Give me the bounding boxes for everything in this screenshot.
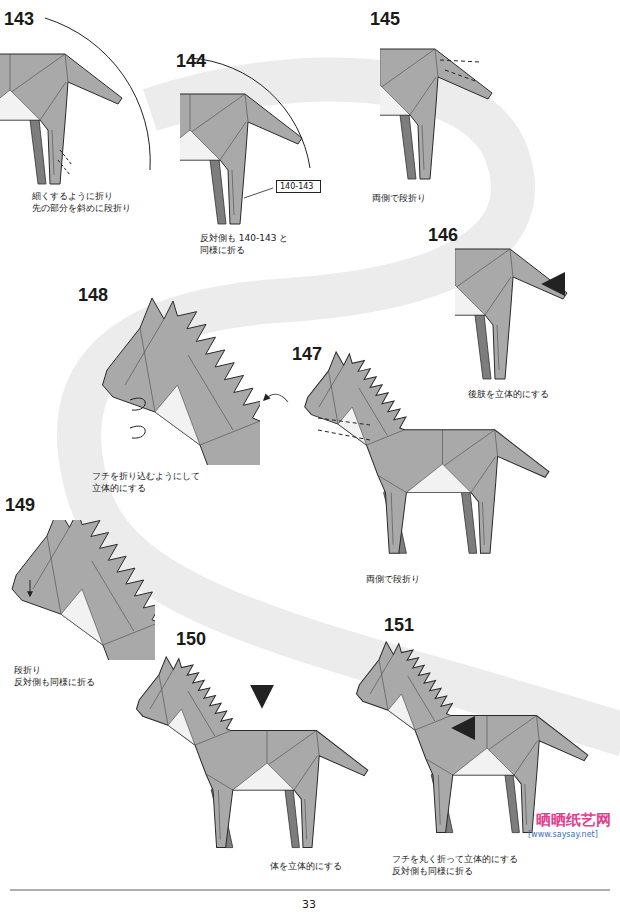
horse-figure [357,642,588,833]
reference-box: 140-143 [276,180,321,193]
fold-line [440,60,480,82]
horse-figure [12,520,155,660]
curl-arrow [130,398,145,438]
push-arrow [456,726,468,730]
instruction-note: 両側で段折り [372,192,426,204]
footer-rule [10,890,610,891]
instruction-note: 反対側も 140-143 と 同様に折る [200,232,293,256]
fold-line [318,418,370,440]
horse-figure [180,60,302,224]
push-arrow [260,690,264,704]
fold-arrow [30,580,31,596]
step-number: 144 [176,52,206,70]
horse-figure [305,352,549,553]
step-number: 151 [384,616,414,634]
instruction-note: 体を立体的にする [270,860,342,872]
fold-line [58,150,72,175]
step-number: 145 [370,10,400,28]
background-band [79,79,620,735]
step-number: 143 [4,10,34,28]
step-number: 149 [5,496,35,514]
step-number: 146 [428,226,458,244]
step-number: 148 [78,286,108,304]
push-arrow [546,282,558,286]
arc-line [45,18,150,170]
horse-figure [380,40,492,179]
step-reference: 140-143 [280,182,320,191]
watermark: 晒晒纸艺网 [536,810,611,830]
horse-figure [137,657,368,848]
horse-figure [0,40,122,184]
zoom-arrow [264,394,288,402]
instruction-note: 両側で段折り [366,573,420,585]
horse-figure [103,298,261,465]
step-number: 147 [292,345,322,363]
instruction-note: 細くするように折り 先の部分を斜めに段折り [32,190,136,214]
leader-line [244,188,273,198]
instruction-note: フチを丸く折って立体的にする 反対側も同様に折る [392,853,523,877]
instruction-note: フチを折り込むようにして 立体的にする [92,470,205,494]
step-number: 150 [176,630,206,648]
horse-figure [455,235,567,379]
arc-line [190,58,310,168]
page-number: 33 [302,898,316,913]
instruction-note: 段折り 反対側も同様に折る [14,664,100,688]
instruction-note: 後肢を立体的にする [468,388,549,400]
watermark-url: [www.saysay.net] [528,830,598,841]
